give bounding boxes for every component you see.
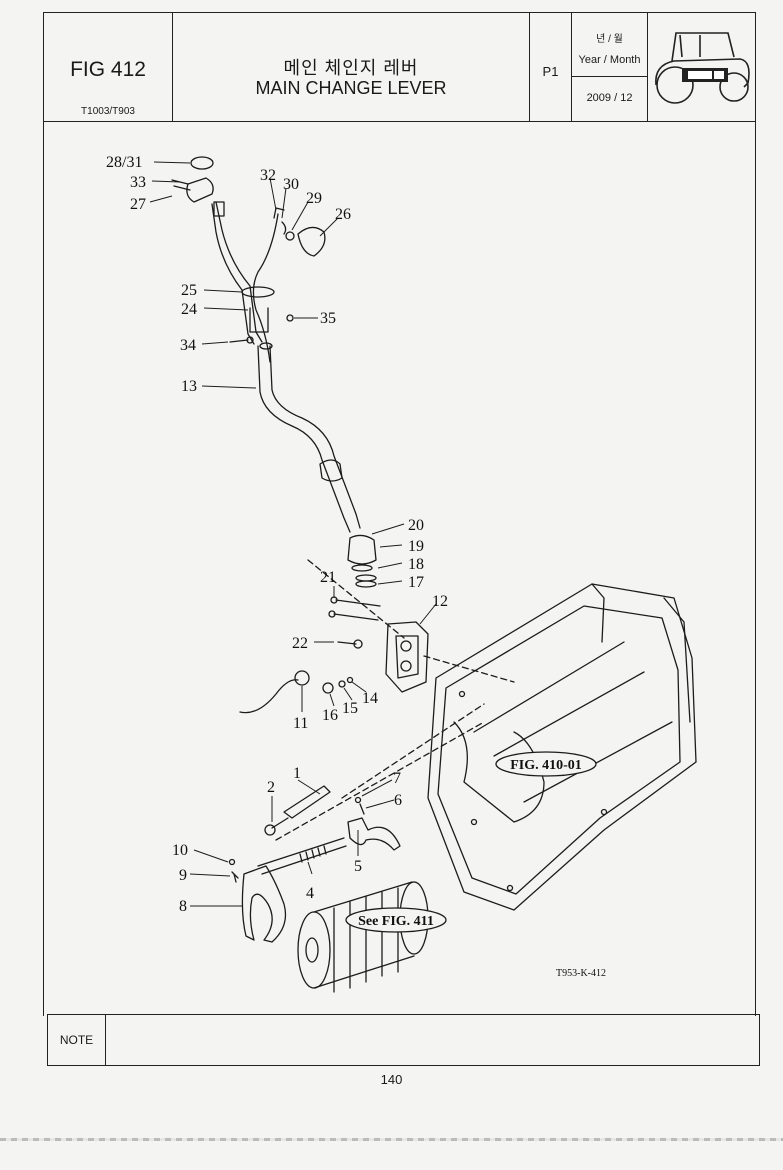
callout-13: 13 (181, 378, 197, 395)
callout-32: 32 (260, 167, 276, 184)
callout-5: 5 (354, 858, 362, 875)
year-month-korean: 년 / 월 (596, 34, 623, 45)
callout-19: 19 (408, 538, 424, 555)
fig-410-01-reference[interactable]: FIG. 410-01 (495, 751, 597, 777)
callout-25: 25 (181, 282, 197, 299)
callout-18: 18 (408, 556, 424, 573)
wire (252, 213, 279, 363)
clamp (241, 286, 275, 298)
svg-text:FIG. 410-01: FIG. 410-01 (510, 758, 582, 773)
callout-6: 6 (394, 792, 402, 809)
fig-number: FIG 412 (70, 58, 146, 81)
callout-7: 7 (393, 770, 401, 787)
exploded-view-frame: 28/31 33 27 32 30 29 26 25 24 35 34 13 2… (43, 122, 756, 1016)
shift-fork-lower (241, 865, 287, 943)
transmission-housing (427, 583, 697, 911)
callout-1: 1 (293, 765, 301, 782)
note-box: NOTE (47, 1014, 760, 1066)
synchro-pack (297, 911, 331, 989)
title-cell: 메인 체인지 레버 MAIN CHANGE LEVER (173, 13, 530, 121)
note-label: NOTE (48, 1015, 106, 1065)
callout-35: 35 (320, 310, 336, 327)
callout-2: 2 (267, 779, 275, 796)
lever-housing (385, 621, 429, 693)
page-code-cell: P1 (530, 13, 572, 121)
callout-20: 20 (408, 517, 424, 534)
scan-artifact-line (0, 1138, 783, 1141)
drawing-code: T953-K-412 (556, 968, 606, 979)
knob (186, 177, 214, 203)
callout-28-31: 28/31 (106, 154, 142, 171)
knob-cap (190, 156, 214, 170)
callout-33: 33 (130, 174, 146, 191)
callout-34: 34 (180, 337, 196, 354)
callout-26: 26 (335, 206, 351, 223)
callout-11: 11 (293, 715, 308, 732)
exploded-parts-diagram: 28/31 33 27 32 30 29 26 25 24 35 34 13 2… (106, 154, 697, 993)
main-lever (257, 345, 351, 533)
sensor (294, 670, 310, 686)
title-korean: 메인 체인지 레버 (283, 58, 419, 78)
tractor-logo-cell (648, 13, 754, 121)
year-month-label: Year / Month (578, 54, 641, 66)
callout-4: 4 (306, 885, 314, 902)
upper-lever (215, 201, 263, 343)
callout-9: 9 (179, 867, 187, 884)
shift-fork-upper (347, 817, 401, 851)
callout-10: 10 (172, 842, 188, 859)
boot (347, 534, 377, 565)
callout-24: 24 (181, 301, 197, 318)
date-cell: 년 / 월 Year / Month 2009 / 12 (572, 13, 648, 121)
callout-29: 29 (306, 190, 322, 207)
page-code: P1 (542, 64, 559, 79)
title-english: MAIN CHANGE LEVER (255, 78, 447, 98)
callout-30: 30 (283, 176, 299, 193)
shift-rod (257, 837, 347, 875)
model-code: T1003/T903 (81, 106, 135, 117)
fig-cell: FIG 412 T1003/T903 (44, 13, 173, 121)
header-table: FIG 412 T1003/T903 메인 체인지 레버 MAIN CHANGE… (43, 12, 756, 122)
callout-21: 21 (320, 569, 336, 586)
interlock-plate (283, 785, 331, 819)
callout-labels: 28/31 33 27 32 30 29 26 25 24 35 34 13 2… (106, 154, 448, 915)
fig-411-reference[interactable]: See FIG. 411 (345, 907, 447, 933)
svg-text:See FIG. 411: See FIG. 411 (358, 914, 434, 929)
revision-date: 2009 / 12 (586, 92, 633, 104)
callout-15: 15 (342, 700, 358, 717)
page-number: 140 (380, 1072, 403, 1087)
callout-22: 22 (292, 635, 308, 652)
callout-14: 14 (362, 690, 378, 707)
callout-12: 12 (432, 593, 448, 610)
callout-17: 17 (408, 574, 424, 591)
callout-16: 16 (322, 707, 338, 724)
switch-body (297, 226, 326, 257)
callout-27: 27 (130, 196, 146, 213)
callout-8: 8 (179, 898, 187, 915)
tractor-icon (655, 32, 750, 104)
